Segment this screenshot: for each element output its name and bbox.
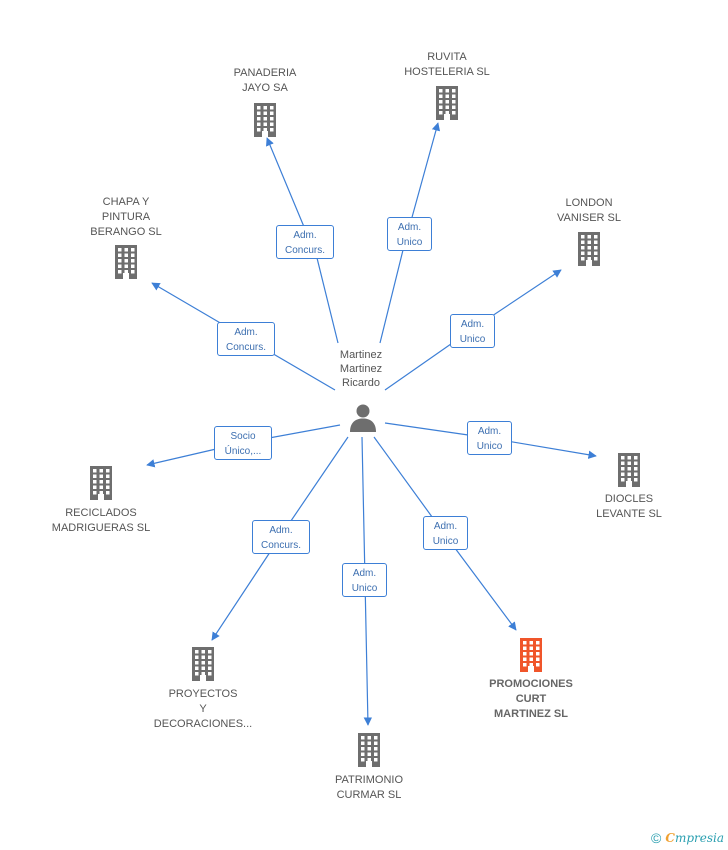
company-label-patrimonio[interactable]: PATRIMONIO CURMAR SL <box>334 774 404 801</box>
company-label-promociones[interactable]: PROMOCIONES CURT MARTINEZ SL <box>489 678 573 720</box>
company-label-ruvita[interactable]: RUVITA HOSTELERIA SL <box>404 51 490 78</box>
building-icon[interactable] <box>517 638 545 677</box>
relation-label-patrimonio: Adm. Unico <box>342 563 387 597</box>
company-label-london[interactable]: LONDON VANISER SL <box>557 197 621 224</box>
building-icon[interactable] <box>355 733 383 772</box>
building-icon[interactable] <box>251 103 279 142</box>
relation-label-panaderia: Adm. Concurs. <box>276 225 334 259</box>
relation-label-london: Adm. Unico <box>450 314 495 348</box>
footer-brand: © Cmpresia <box>651 830 724 846</box>
relation-label-reciclados: Socio Único,... <box>214 426 272 460</box>
relation-label-chapa: Adm. Concurs. <box>217 322 275 356</box>
building-icon[interactable] <box>615 453 643 492</box>
building-icon[interactable] <box>189 647 217 686</box>
relation-label-diocles: Adm. Unico <box>467 421 512 455</box>
company-label-panaderia[interactable]: PANADERIA JAYO SA <box>233 67 297 94</box>
copyright-icon: © <box>651 830 662 846</box>
relation-label-proyectos: Adm. Concurs. <box>252 520 310 554</box>
brand-logo: Cmpresia <box>665 831 724 845</box>
building-icon[interactable] <box>433 86 461 125</box>
person-icon[interactable] <box>348 402 378 437</box>
building-icon[interactable] <box>87 466 115 505</box>
center-person-label: Martinez Martinez Ricardo <box>339 349 383 389</box>
building-icon[interactable] <box>112 245 140 284</box>
company-label-reciclados[interactable]: RECICLADOS MADRIGUERAS SL <box>51 507 151 534</box>
relation-label-promociones: Adm. Unico <box>423 516 468 550</box>
company-label-chapa[interactable]: CHAPA Y PINTURA BERANGO SL <box>90 196 162 238</box>
building-icon[interactable] <box>575 232 603 271</box>
company-label-diocles[interactable]: DIOCLES LEVANTE SL <box>596 493 662 520</box>
relation-label-ruvita: Adm. Unico <box>387 217 432 251</box>
company-label-proyectos[interactable]: PROYECTOS Y DECORACIONES... <box>153 688 253 730</box>
